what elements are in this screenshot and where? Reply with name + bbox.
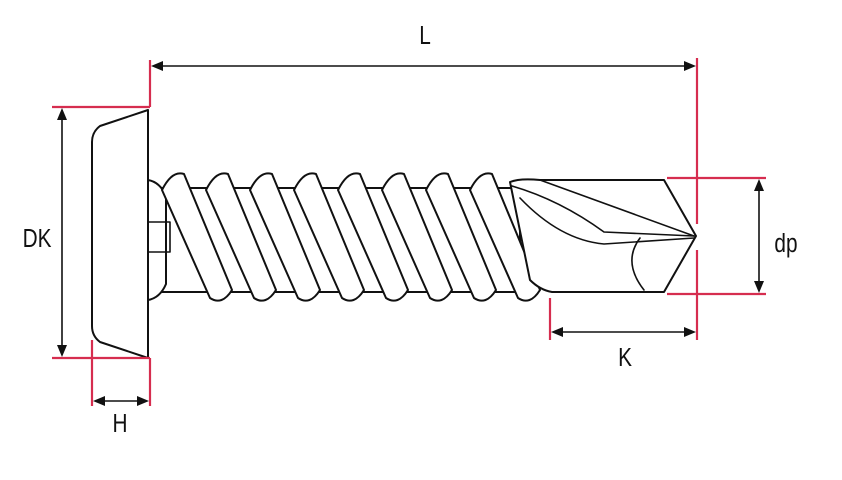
label-H: H xyxy=(112,409,127,438)
label-dp: dp xyxy=(774,229,797,258)
dimension-DK xyxy=(57,108,67,357)
screw-head xyxy=(91,109,149,359)
drill-flute-curve xyxy=(631,237,645,291)
dimension-K xyxy=(551,327,696,337)
label-K: K xyxy=(618,343,632,372)
screw-neck xyxy=(147,179,167,301)
dimension-H xyxy=(93,396,149,406)
screw-drawing xyxy=(91,109,697,359)
dimension-dp xyxy=(754,179,764,293)
extension-lines xyxy=(52,58,766,406)
drill-flute-lower xyxy=(519,197,695,245)
thread-crests xyxy=(161,172,541,302)
label-L: L xyxy=(419,21,431,50)
drill-flute-upper xyxy=(511,185,695,237)
drill-flute-edge xyxy=(539,179,695,237)
drill-point xyxy=(509,178,697,293)
dimension-L xyxy=(151,61,696,71)
label-DK: DK xyxy=(23,224,52,253)
